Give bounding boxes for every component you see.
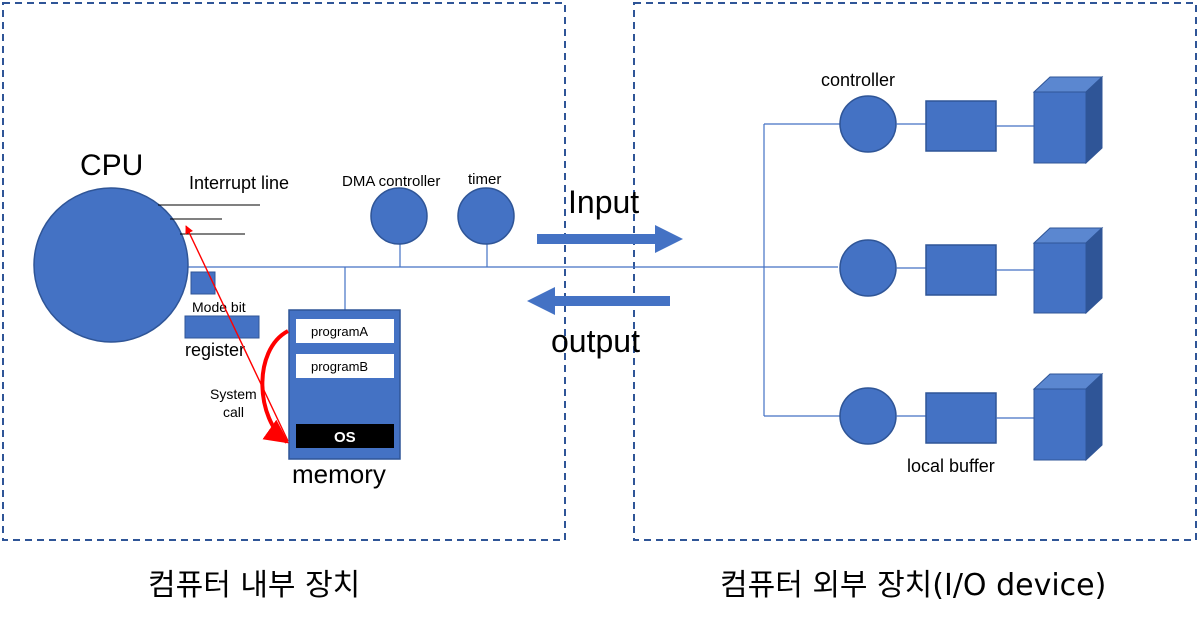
output-arrow — [527, 287, 670, 315]
controller-circle-2 — [839, 239, 897, 297]
external-devices-caption: 컴퓨터 외부 장치(I/O device) — [720, 568, 1107, 603]
system-call-label-line1: System — [210, 386, 257, 402]
system-call-label-line2: call — [223, 404, 244, 420]
io-device-row-1 — [839, 75, 1104, 165]
device-cube-icon-2 — [1032, 226, 1104, 315]
local-buffer-box-3 — [925, 392, 997, 444]
timer-circle — [457, 187, 515, 245]
controller-circle-3 — [839, 387, 897, 445]
dma-controller-circle — [370, 187, 428, 245]
internal-devices-caption: 컴퓨터 내부 장치 — [148, 568, 361, 603]
device-cube-icon-3 — [1032, 372, 1104, 462]
os-label: OS — [334, 429, 356, 446]
internal-devices-boundary — [2, 2, 566, 541]
program-a-slot — [296, 319, 394, 343]
mode-bit-box — [190, 271, 216, 295]
local-buffer-box-1 — [925, 100, 997, 152]
output-label: output — [551, 323, 640, 359]
local-buffer-label: local buffer — [907, 456, 995, 476]
register-box — [184, 315, 260, 339]
system-call-interrupt-arrow — [185, 225, 289, 442]
cpu-label: CPU — [80, 149, 143, 182]
program-b-slot — [296, 354, 394, 378]
interrupt-line-label: Interrupt line — [189, 173, 289, 193]
external-devices-boundary — [633, 2, 1197, 541]
timer-label: timer — [468, 171, 501, 188]
controller-label: controller — [821, 70, 895, 90]
os-slot — [296, 424, 394, 448]
input-arrow — [537, 225, 683, 253]
program-b-label: programB — [311, 359, 368, 374]
local-buffer-box-2 — [925, 244, 997, 296]
system-call-curve-arrow — [260, 329, 290, 444]
register-label: register — [185, 340, 245, 360]
device-cube-icon-1 — [1032, 75, 1104, 165]
memory-label: memory — [292, 459, 386, 489]
dma-controller-label: DMA controller — [342, 173, 440, 190]
program-a-label: programA — [311, 324, 368, 339]
io-device-row-3 — [839, 372, 1104, 462]
io-device-row-2 — [839, 226, 1104, 315]
controller-circle-1 — [839, 95, 897, 153]
mode-bit-label: Mode bit — [192, 299, 246, 315]
input-label: Input — [568, 184, 639, 220]
cpu-circle — [33, 187, 189, 343]
